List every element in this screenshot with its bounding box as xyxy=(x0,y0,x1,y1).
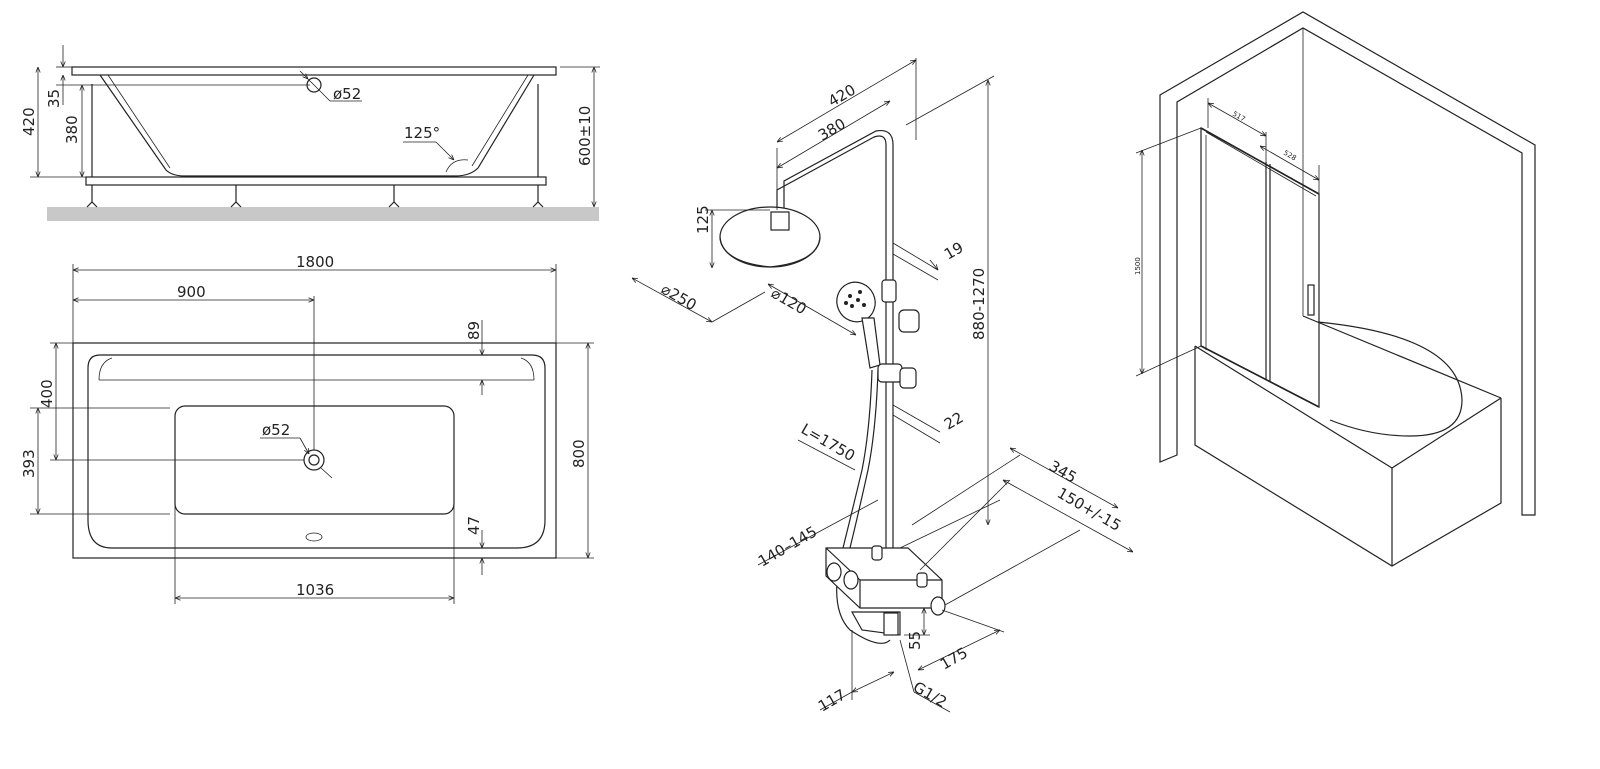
dim-345: 345 xyxy=(1046,457,1080,487)
dim-89: 89 xyxy=(465,321,483,340)
floor-line xyxy=(47,207,599,221)
bathtub-inner-rim xyxy=(1317,321,1463,437)
top-drain-label: ø52 xyxy=(262,421,290,439)
slide-bar-holder xyxy=(898,309,920,333)
dim-400: 400 xyxy=(38,379,56,408)
screen-handle xyxy=(1307,284,1315,316)
bathtub-inner-bowl xyxy=(87,354,546,549)
bathtub-rim xyxy=(71,66,557,76)
dim-393: 393 xyxy=(20,449,38,478)
dim-517: 517 xyxy=(1231,110,1247,124)
overflow-hole xyxy=(305,532,323,542)
dim-900: 900 xyxy=(177,283,206,301)
bathtub-feet xyxy=(86,185,544,208)
dim-55: 55 xyxy=(906,631,924,650)
dim-117: 117 xyxy=(815,686,849,716)
mixer-knob-right xyxy=(930,596,946,616)
bathtub-outline xyxy=(72,342,557,559)
thermostatic-mixer xyxy=(825,545,946,636)
dim-35: 35 xyxy=(45,89,63,108)
bathtub-body-profile xyxy=(99,74,535,177)
dim-22: 22 xyxy=(941,408,967,433)
shower-system: 420 380 125 ⌀250 ⌀120 19 22 880-1270 L=1… xyxy=(632,58,1133,715)
dim-1500: 1500 xyxy=(1134,257,1142,275)
bathtub-side-view: ø52 125° 35 420 380 600±10 xyxy=(20,45,600,221)
dim-47: 47 xyxy=(465,516,483,535)
shower-arm xyxy=(776,135,887,212)
dim-140-145: 140–145 xyxy=(755,522,820,570)
dim-1800: 1800 xyxy=(296,253,334,271)
top-drain xyxy=(303,449,325,471)
mixer-knob-middle xyxy=(843,570,859,590)
dim-380: 380 xyxy=(63,115,81,144)
dim-420-side: 420 xyxy=(20,107,38,136)
dim-600: 600±10 xyxy=(576,106,594,166)
dim-height-range: 880-1270 xyxy=(970,268,988,340)
dim-800: 800 xyxy=(570,439,588,468)
wall-outline xyxy=(1159,11,1536,516)
dim-1036: 1036 xyxy=(296,581,334,599)
dim-420-shower: 420 xyxy=(825,81,859,111)
dim-19: 19 xyxy=(941,238,967,263)
dim-thread: G1/2 xyxy=(910,678,950,711)
dim-380-shower: 380 xyxy=(815,115,849,145)
angle-label: 125° xyxy=(404,124,440,142)
mixer-knob-left xyxy=(826,562,842,582)
dim-125: 125 xyxy=(694,205,712,234)
dim-175: 175 xyxy=(937,644,971,674)
bathtub-frame-base xyxy=(85,176,547,186)
dim-head-diameter: ⌀250 xyxy=(658,280,700,314)
side-drain-label: ø52 xyxy=(333,85,361,103)
bathtub-top-view: 1800 900 800 89 400 393 ø52 47 1036 xyxy=(20,253,594,604)
bathtub-with-screen: 517 528 1500 xyxy=(1134,11,1536,567)
dim-hand-diameter: ⌀120 xyxy=(768,284,810,318)
dim-hose-length: L=1750 xyxy=(798,420,858,465)
